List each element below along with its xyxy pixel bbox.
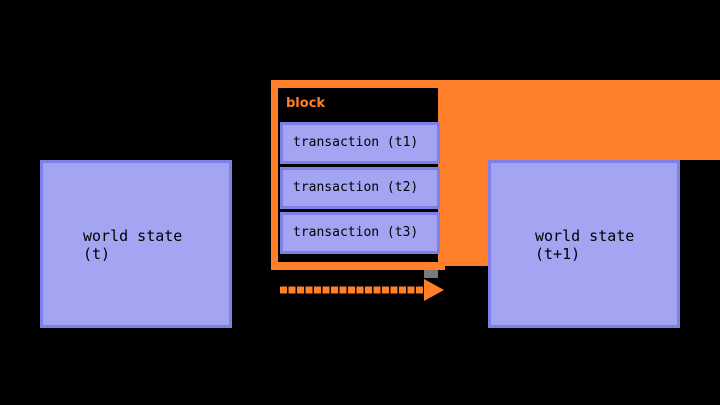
world-state-before-line1: world state	[83, 227, 183, 245]
transaction-t3-label: transaction (t3)	[293, 225, 419, 240]
transaction-t1: transaction (t1)	[280, 122, 440, 164]
transaction-t2: transaction (t2)	[280, 167, 440, 209]
block-label: block	[286, 96, 326, 111]
world-state-after-line2: (t+1)	[535, 245, 581, 263]
world-state-after: world state(t+1)	[488, 160, 680, 328]
transaction-t3: transaction (t3)	[280, 212, 440, 254]
world-state-after-line1: world state	[535, 227, 635, 245]
world-state-before-label: world state(t)	[83, 227, 182, 263]
world-state-before: world state(t)	[40, 160, 232, 328]
block-notch	[424, 270, 438, 278]
arrow-head-icon	[424, 279, 444, 301]
world-state-after-label: world state(t+1)	[535, 227, 634, 263]
orange-band	[438, 80, 720, 160]
transition-arrow	[280, 279, 444, 301]
world-state-before-line2: (t)	[83, 245, 111, 263]
orange-band-connector	[438, 160, 488, 266]
transaction-t1-label: transaction (t1)	[293, 135, 419, 150]
transaction-t2-label: transaction (t2)	[293, 180, 419, 195]
